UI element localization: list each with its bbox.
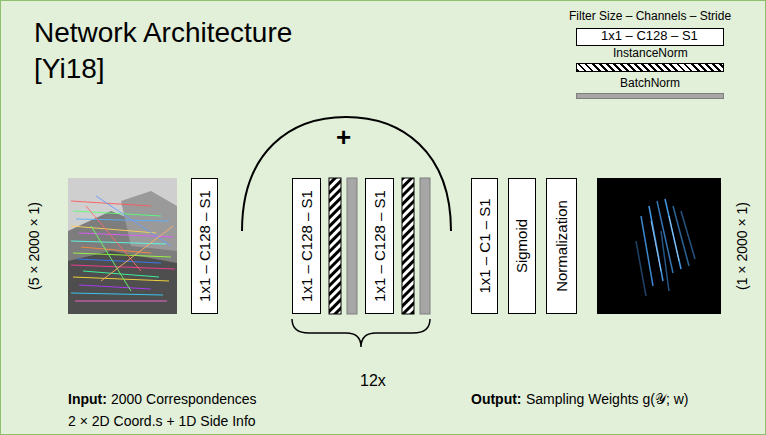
legend-label: InstanceNorm <box>613 47 688 61</box>
dimension-label: (5 × 2000 × 1) <box>26 202 42 290</box>
box-label: 1x1 – C128 – S1 <box>196 190 213 302</box>
box-label: 1x1 – C128 – S1 <box>601 29 698 43</box>
box-label: 1x1 – C1 – S1 <box>476 198 493 293</box>
legend-hatch-swatch <box>576 63 724 72</box>
title: Network Architecture [Yi18] <box>34 15 354 87</box>
conv-box: 1x1 – C128 – S1 <box>191 178 218 314</box>
output-image <box>597 178 721 314</box>
input-description: 2 × 2D Coord.s + 1D Side Info <box>68 413 256 429</box>
conv-box: 1x1 – C128 – S1 <box>365 178 394 314</box>
box-label: Normalization <box>553 200 570 292</box>
conv-box: 1x1 – C128 – S1 <box>292 178 321 314</box>
legend-label: BatchNorm <box>620 77 680 91</box>
residual-arc <box>242 117 451 231</box>
box-label: Sigmoid <box>514 219 531 273</box>
normalization-box: Normalization <box>546 178 577 314</box>
sigmoid-box: Sigmoid <box>508 178 536 314</box>
batchnorm-bar <box>420 178 430 314</box>
input-image <box>68 178 177 314</box>
box-label: 1x1 – C128 – S1 <box>371 190 388 302</box>
output-description: Sampling Weights g(𝒴; w) <box>526 391 688 407</box>
legend-swatch <box>576 93 724 99</box>
instancenorm-bar <box>402 178 414 314</box>
repeat-brace <box>292 319 430 347</box>
input-heading: Input: <box>68 391 107 407</box>
conv-box: 1x1 – C1 – S1 <box>471 178 498 314</box>
repeat-count: 12x <box>360 372 386 390</box>
sum-symbol: + <box>336 123 351 153</box>
legend-conv-box: 1x1 – C128 – S1 <box>576 28 724 46</box>
batchnorm-bar <box>347 178 357 314</box>
instancenorm-bar <box>329 178 341 314</box>
box-label: 1x1 – C128 – S1 <box>298 190 315 302</box>
legend-heading: Filter Size – Channels – Stride <box>569 10 731 24</box>
dimension-label: (1 × 2000 × 1) <box>734 202 750 290</box>
input-description: 2000 Correspondences <box>111 391 257 407</box>
output-heading: Output: <box>471 391 522 407</box>
